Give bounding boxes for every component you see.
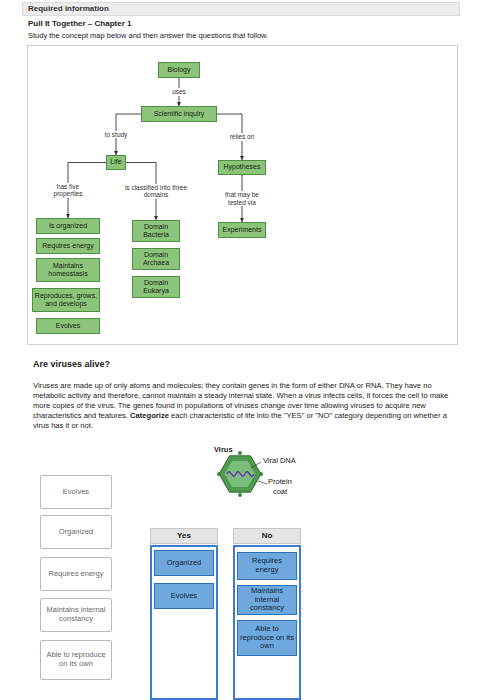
node-label: Evolves: [63, 488, 89, 497]
body-emphasis: Categorize: [130, 411, 169, 420]
node-label: Maintains homeostasis: [37, 262, 99, 278]
concept-box: Domain Archaea: [132, 248, 180, 270]
placed-answer: Able to reproduce on its own: [237, 620, 297, 656]
node-label: Able to reproduce on its own: [240, 625, 294, 651]
paragraph: Viruses are made up of only atoms and mo…: [33, 381, 453, 431]
concept-box: Experiments: [218, 222, 266, 238]
link-label: to study: [99, 131, 133, 138]
concept-box: Scientific inquiry: [141, 106, 217, 122]
header-title: Required information: [28, 4, 448, 14]
node-label: Requires energy: [240, 557, 294, 574]
answer-card: Organized: [40, 515, 112, 549]
node-label: Scientific inquiry: [154, 110, 205, 118]
link-label: has five properties: [48, 183, 88, 198]
concept-box: Biology: [158, 62, 200, 78]
link-label: is classified into three domains: [121, 184, 191, 199]
node-label: Domain Archaea: [133, 251, 179, 267]
capsid-knob: [238, 451, 242, 455]
figure-title: Virus: [214, 445, 254, 455]
node-label: Experiments: [223, 226, 262, 234]
answer-card: Requires energy: [40, 557, 112, 591]
concept-box: Hypotheses: [218, 160, 266, 175]
answer-card: Maintains internal constancy: [40, 598, 112, 632]
question-heading: Are viruses alive?: [33, 359, 453, 371]
capsid-knob: [238, 493, 242, 497]
link-label: that may be tested via: [216, 191, 268, 206]
node-label: Hypotheses: [224, 163, 261, 171]
node-label: Requires energy: [42, 242, 93, 250]
node-label: Is organized: [49, 222, 87, 230]
concept-box: Life: [106, 155, 126, 170]
concept-box: Reproduces, grows, and develops: [32, 288, 100, 312]
link-label: relies on: [224, 133, 260, 140]
node-label: Organized: [59, 528, 94, 537]
node-label: Life: [110, 158, 121, 166]
node-label: Maintains internal constancy: [44, 606, 108, 623]
protein-coat: [219, 456, 261, 492]
placed-answer: Evolves: [154, 583, 214, 609]
concept-box: Requires energy: [36, 238, 100, 254]
node-label: Evolves: [171, 592, 197, 601]
link-label: uses: [168, 88, 190, 95]
subtitle: Pull It Together – Chapter 1: [28, 19, 448, 29]
concept-box: Domain Eukarya: [132, 276, 180, 298]
viral-dna: [227, 474, 254, 479]
node-label: Reproduces, grows, and develops: [33, 292, 99, 308]
concept-box: Evolves: [36, 318, 100, 334]
node-label: Maintains internal constancy: [240, 587, 294, 613]
concept-box: Maintains homeostasis: [36, 258, 100, 282]
node-label: Domain Eukarya: [133, 279, 179, 295]
node-label: Biology: [168, 66, 191, 74]
instruction-text: Study the concept map below and then ans…: [28, 31, 448, 41]
placed-answer: Maintains internal constancy: [237, 585, 297, 615]
bin-heading: Yes: [150, 528, 218, 544]
category-bin: NoRequires energyMaintains internal cons…: [233, 528, 301, 700]
leader-line: [251, 462, 261, 468]
virus-illustration: [217, 451, 267, 497]
node-label: Requires energy: [48, 570, 103, 579]
leader-line: [258, 481, 267, 484]
placed-answer: Organized: [154, 550, 214, 576]
capsid-inner: [224, 461, 256, 488]
concept-box: Domain Bacteria: [132, 220, 180, 242]
node-label: Organized: [167, 559, 202, 568]
bin-heading: No: [233, 528, 301, 544]
placed-answer: Requires energy: [237, 552, 297, 580]
figure-label: Viral DNA: [263, 456, 313, 466]
concept-box: Is organized: [36, 218, 100, 234]
node-label: Evolves: [56, 322, 81, 330]
node-label: Domain Bacteria: [133, 223, 179, 239]
category-bin: YesOrganizedEvolves: [150, 528, 218, 700]
answer-card: Evolves: [40, 475, 112, 509]
answer-card: Able to reproduce on its own: [40, 640, 112, 680]
figure-label: Protein coat: [262, 477, 298, 497]
node-label: Able to reproduce on its own: [44, 651, 108, 668]
